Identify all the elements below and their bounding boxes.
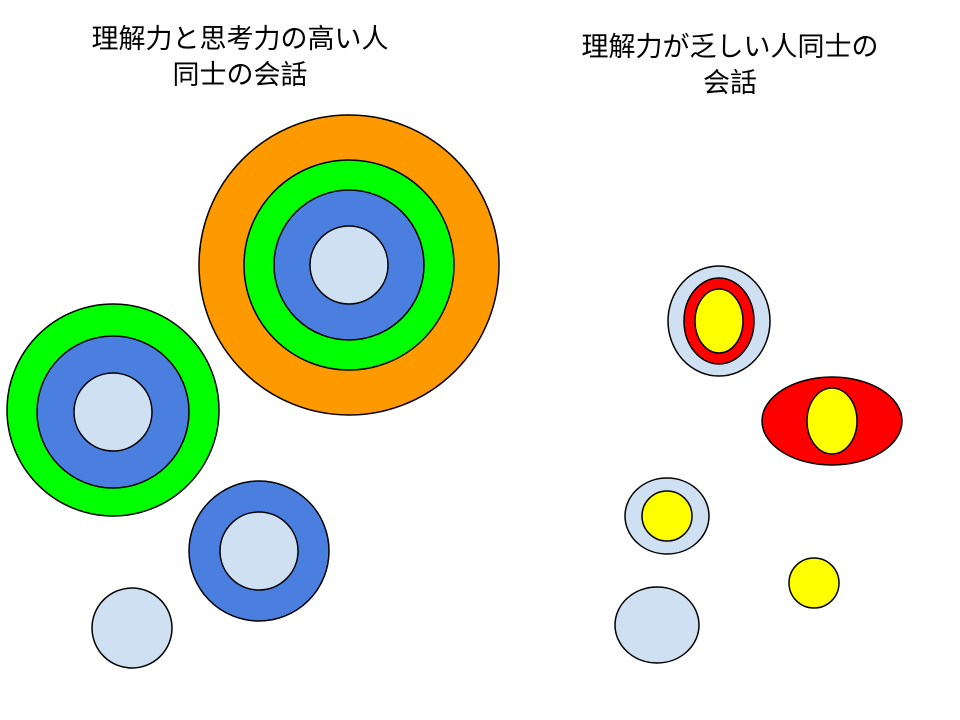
single-circle-figure: [91, 587, 173, 669]
yellow-in-blue-yellow-layer: [641, 490, 693, 542]
lone-light-blue-layer: [614, 586, 700, 664]
small-ring-figure: [188, 480, 330, 622]
large-ring-figure: [198, 114, 500, 416]
small-ring-core-layer: [219, 511, 299, 591]
yellow-in-blue-figure: [624, 477, 710, 555]
large-ring-core-layer: [309, 225, 389, 305]
lone-light-blue-figure: [614, 586, 700, 664]
medium-ring-core-layer: [73, 372, 153, 452]
medium-ring-figure: [6, 303, 220, 517]
oval-ring-figure: [667, 265, 771, 377]
lone-yellow-layer: [788, 557, 840, 609]
left-panel-figures: [6, 114, 500, 669]
red-ellipse-figure: [761, 376, 903, 466]
left-panel-title: 理解力と思考力の高い人 同士の会話: [40, 22, 440, 94]
left-title-line1: 理解力と思考力の高い人: [91, 24, 389, 55]
right-title-line2: 会話: [703, 68, 757, 99]
single-circle-core-layer: [91, 587, 173, 669]
right-panel-title: 理解力が乏しい人同士の 会話: [520, 30, 940, 102]
oval-ring-yellow-layer: [694, 288, 744, 354]
left-title-line2: 同士の会話: [172, 60, 308, 91]
right-panel-figures: [614, 265, 903, 664]
red-ellipse-yellow-layer: [806, 387, 858, 455]
lone-yellow-figure: [788, 557, 840, 609]
right-title-line1: 理解力が乏しい人同士の: [581, 32, 879, 63]
